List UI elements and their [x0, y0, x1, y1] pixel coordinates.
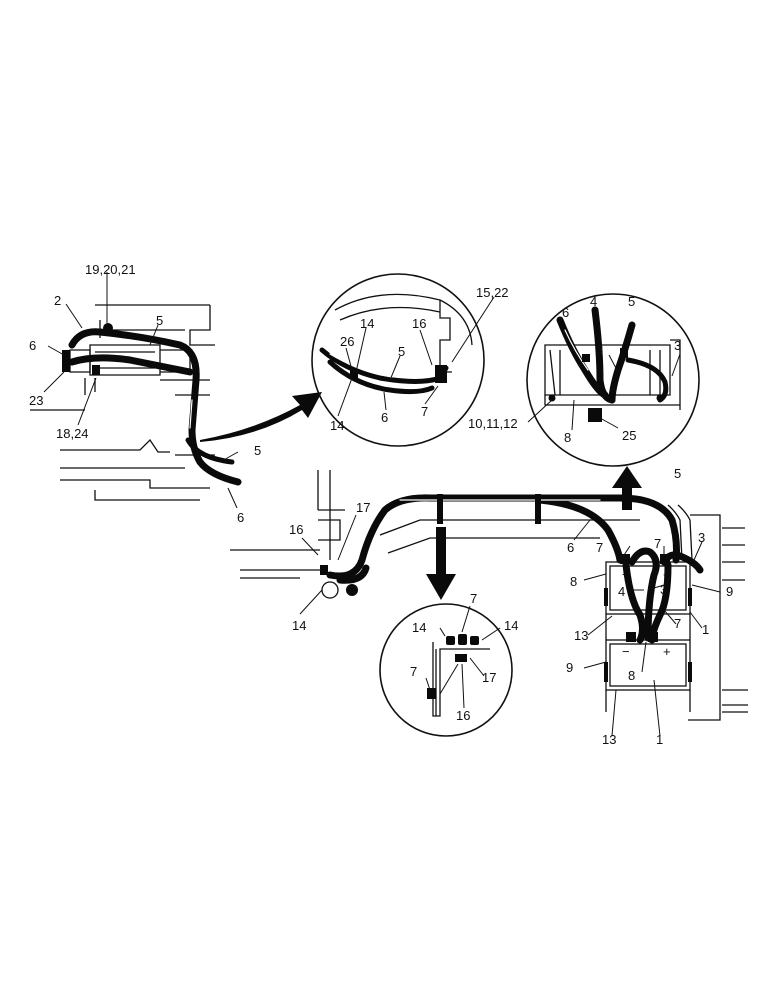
starter-motor-assembly — [30, 272, 242, 509]
callout: 14 — [330, 418, 344, 433]
callout: 10,11,12 — [468, 416, 518, 431]
callout: 5 — [674, 466, 681, 481]
callout: 9 — [566, 660, 573, 675]
callout: 6 — [562, 305, 569, 320]
callout: 23 — [29, 393, 43, 408]
callout: 1 — [656, 732, 663, 747]
callout: 17 — [356, 500, 370, 515]
callout: 14 — [360, 316, 374, 331]
callout: 14 — [412, 620, 426, 635]
callout: 8 — [564, 430, 571, 445]
callout-labels: 19,20,21 2 5 6 23 18,24 5 6 15,22 16 14 … — [29, 262, 733, 747]
callout: 3 — [698, 530, 705, 545]
callout: 15,22 — [476, 285, 509, 300]
callout: 6 — [381, 410, 388, 425]
detail-circle-clip — [311, 273, 495, 447]
detail-circle-battery-tray — [526, 293, 700, 467]
zoom-arrow-2 — [612, 466, 642, 510]
callout: 7 — [674, 616, 681, 631]
callout: 8 — [628, 668, 635, 683]
callout: 19,20,21 — [85, 262, 136, 277]
callout: 13 — [602, 732, 616, 747]
battery-pair: − + − + — [583, 504, 748, 737]
callout: 5 — [628, 294, 635, 309]
callout: 7 — [654, 536, 661, 551]
callout: 16 — [456, 708, 470, 723]
callout: 3 — [674, 338, 681, 353]
battery-lower: − + — [604, 639, 692, 691]
detail-circle-bracket — [379, 603, 513, 737]
callout: 25 — [622, 428, 636, 443]
zoom-arrow-1 — [200, 392, 322, 442]
callout: 2 — [54, 293, 61, 308]
callout: 7 — [421, 404, 428, 419]
callout: 26 — [340, 334, 354, 349]
callout: 7 — [470, 591, 477, 606]
callout: 5 — [254, 443, 261, 458]
callout: 18,24 — [56, 426, 89, 441]
callout: 13 — [574, 628, 588, 643]
callout: 9 — [726, 584, 733, 599]
callout: 3 — [660, 582, 667, 597]
callout: 4 — [618, 584, 625, 599]
callout: 14 — [504, 618, 518, 633]
callout: 7 — [410, 664, 417, 679]
callout: 1 — [702, 622, 709, 637]
callout: 6 — [237, 510, 244, 525]
callout: 4 — [590, 294, 597, 309]
callout: 7 — [596, 540, 603, 555]
frame-rail-harness — [230, 470, 680, 615]
callout: 3 — [596, 342, 603, 357]
callout: 8 — [570, 574, 577, 589]
callout: 5 — [398, 344, 405, 359]
callout: 5 — [156, 313, 163, 328]
callout: 17 — [482, 670, 496, 685]
callout: 6 — [567, 540, 574, 555]
callout: 6 — [29, 338, 36, 353]
zoom-arrow-3 — [426, 527, 456, 600]
lower-minus-sign: − — [622, 644, 630, 659]
lower-plus-sign: + — [663, 644, 671, 659]
callout: 16 — [412, 316, 426, 331]
callout: 14 — [292, 618, 306, 633]
callout: 16 — [289, 522, 303, 537]
